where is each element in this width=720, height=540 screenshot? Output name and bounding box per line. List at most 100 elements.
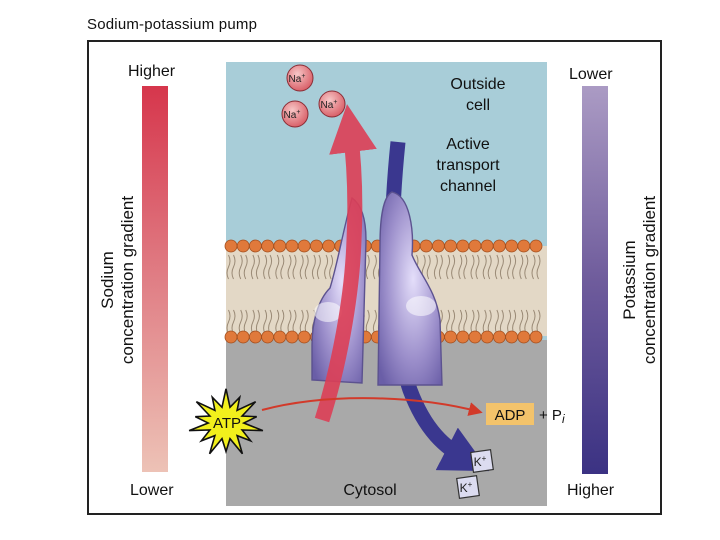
sodium-ion-charge: + bbox=[296, 109, 300, 116]
diagram-title: Sodium-potassium pump bbox=[87, 16, 258, 33]
lipid-tail bbox=[365, 254, 370, 280]
lipid-head bbox=[273, 239, 287, 253]
lipid-tail bbox=[299, 254, 304, 280]
sodium-ion-symbol: Na bbox=[284, 110, 297, 121]
lipid-head bbox=[285, 239, 299, 253]
lipid-head bbox=[285, 330, 299, 344]
lipid-tail bbox=[365, 309, 370, 335]
lipid-tail bbox=[268, 254, 273, 280]
lipid-tail bbox=[451, 254, 456, 280]
lipid-tail bbox=[519, 254, 524, 280]
lipid-tail bbox=[226, 254, 231, 280]
lipid-tail bbox=[536, 254, 541, 280]
lipid-tail bbox=[524, 309, 529, 335]
lipid-head bbox=[431, 239, 445, 253]
svg-text:Na+: Na+ bbox=[321, 99, 338, 111]
lipid-tail bbox=[287, 254, 292, 280]
lipid-head bbox=[309, 239, 323, 253]
svg-text:Na+: Na+ bbox=[284, 109, 301, 121]
outside-cell-label-line1: Outside bbox=[450, 76, 505, 93]
lipid-tail bbox=[536, 309, 541, 335]
lipid-tail bbox=[275, 309, 280, 335]
lipid-tail bbox=[238, 309, 243, 335]
lipid-tail bbox=[470, 254, 475, 280]
lipid-tail bbox=[268, 309, 273, 335]
lipid-tail bbox=[499, 309, 504, 335]
lipid-tail bbox=[238, 254, 243, 280]
lipid-tail bbox=[329, 254, 334, 280]
sodium-arrow bbox=[314, 104, 377, 423]
lipid-tail bbox=[433, 254, 438, 280]
lipid-head bbox=[297, 239, 311, 253]
lipid-tail bbox=[372, 309, 377, 335]
lipid-head bbox=[468, 330, 482, 344]
sodium-ion-symbol: Na bbox=[289, 74, 302, 85]
lipid-tail bbox=[426, 254, 431, 280]
lipid-tail bbox=[255, 254, 260, 280]
lipid-tail bbox=[255, 309, 260, 335]
potassium-ion: K+ bbox=[470, 449, 494, 473]
potassium-gradient-top-label: Lower bbox=[569, 66, 613, 83]
lipid-tail bbox=[263, 309, 268, 335]
lipid-head bbox=[505, 330, 519, 344]
lipid-tail bbox=[475, 309, 480, 335]
sodium-ion: Na+ bbox=[318, 90, 346, 118]
sodium-ion-charge: + bbox=[333, 99, 337, 106]
lipid-head bbox=[517, 330, 531, 344]
lipid-tail bbox=[482, 309, 487, 335]
lipid-tail bbox=[458, 309, 463, 335]
lipid-head bbox=[248, 330, 262, 344]
lipid-tail bbox=[287, 309, 292, 335]
lipid-tail bbox=[438, 254, 443, 280]
sodium-ion: Na+ bbox=[286, 64, 314, 92]
lipid-head bbox=[261, 330, 275, 344]
lipid-head bbox=[480, 239, 494, 253]
lipid-tail bbox=[250, 309, 255, 335]
lipid-head bbox=[517, 239, 531, 253]
lipid-head bbox=[273, 330, 287, 344]
lipid-head bbox=[505, 239, 519, 253]
lipid-head bbox=[492, 330, 506, 344]
sodium-ion-charge: + bbox=[301, 73, 305, 80]
lipid-head bbox=[236, 330, 250, 344]
atp-starburst-icon bbox=[188, 388, 264, 455]
lipid-head bbox=[529, 239, 543, 253]
lipid-tail bbox=[231, 254, 236, 280]
lipid-tail bbox=[531, 254, 536, 280]
lipid-tail bbox=[372, 254, 377, 280]
lipid-tail bbox=[463, 254, 468, 280]
lipid-head bbox=[224, 239, 238, 253]
lipid-tail bbox=[524, 254, 529, 280]
lipid-head bbox=[261, 239, 275, 253]
sodium-gradient-bar bbox=[142, 86, 168, 472]
lipid-tail bbox=[304, 254, 309, 280]
lipid-tail bbox=[487, 254, 492, 280]
lipid-tail bbox=[311, 254, 316, 280]
lipid-tail bbox=[292, 309, 297, 335]
lipid-tail bbox=[226, 309, 231, 335]
sodium-ions: Na+ Na+ Na+ bbox=[281, 64, 346, 128]
lipid-tail bbox=[494, 309, 499, 335]
sodium-gradient-bottom-label: Lower bbox=[130, 482, 174, 499]
lipid-tail bbox=[243, 254, 248, 280]
sodium-ion: Na+ bbox=[281, 100, 309, 128]
lipid-tail bbox=[531, 309, 536, 335]
channel-label-line3: channel bbox=[440, 178, 496, 195]
lipid-head bbox=[322, 239, 336, 253]
lipid-head bbox=[297, 330, 311, 344]
lipid-tail bbox=[507, 254, 512, 280]
lipid-head bbox=[444, 239, 458, 253]
lipid-tail bbox=[275, 254, 280, 280]
sodium-ion-symbol: Na bbox=[321, 100, 334, 111]
lipid-tail bbox=[446, 309, 451, 335]
lipid-tail bbox=[231, 309, 236, 335]
lipid-tail bbox=[280, 309, 285, 335]
lipid-head bbox=[480, 330, 494, 344]
channel-label-line1: Active bbox=[446, 136, 490, 153]
lipid-tail bbox=[280, 254, 285, 280]
lipid-tail bbox=[494, 254, 499, 280]
lipid-tail bbox=[519, 309, 524, 335]
lipid-tail bbox=[512, 254, 517, 280]
lipid-tail bbox=[446, 254, 451, 280]
